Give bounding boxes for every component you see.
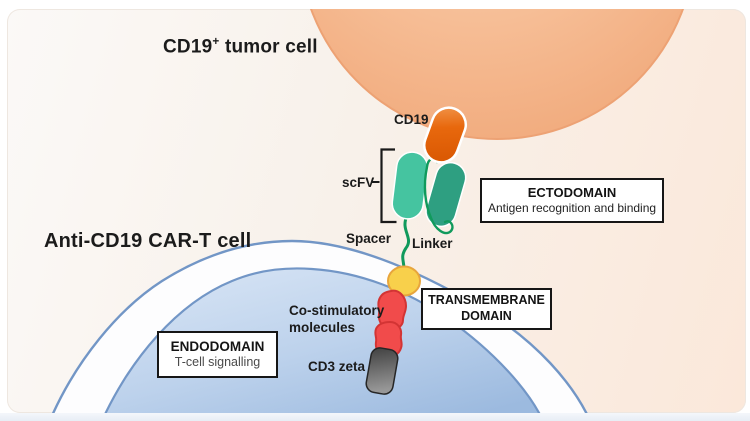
ectodomain-title: ECTODOMAIN xyxy=(527,185,617,201)
scfv-bracket xyxy=(371,148,397,224)
ectodomain-subtitle: Antigen recognition and binding xyxy=(487,201,657,216)
cd3zeta-label: CD3 zeta xyxy=(308,359,366,374)
tumor-cell-shape xyxy=(310,9,684,140)
cd19-antigen-shape xyxy=(422,106,468,164)
scfv-left-chain xyxy=(391,151,429,220)
linker-loop-line xyxy=(423,157,454,235)
transmembrane-title-line1: TRANSMEMBRANE xyxy=(428,293,545,308)
transmembrane-box: TRANSMEMBRANE DOMAIN xyxy=(421,288,552,330)
linker-label: Linker xyxy=(412,236,453,251)
bottom-edge-strip xyxy=(0,413,750,421)
transmembrane-node xyxy=(387,265,421,297)
costim-label-line2: molecules xyxy=(289,320,356,335)
endodomain-box: ENDODOMAIN T-cell signalling xyxy=(157,331,278,378)
cart-cell-title: Anti-CD19 CAR-T cell xyxy=(44,230,252,252)
scfv-right-chain xyxy=(425,161,467,228)
ectodomain-box: ECTODOMAIN Antigen recognition and bindi… xyxy=(480,178,664,223)
scfv-label: scFV xyxy=(342,175,375,190)
costim-label: Co-stimulatory molecules xyxy=(289,302,384,336)
spacer-line xyxy=(401,214,411,271)
diagram-shapes xyxy=(51,9,684,413)
tumor-cell-title: CD19+ tumor cell xyxy=(163,35,318,58)
costim-label-line1: Co-stimulatory xyxy=(289,303,385,318)
tumor-title-sup: + xyxy=(212,35,220,48)
tumor-title-suffix: tumor cell xyxy=(219,36,318,58)
endodomain-subtitle: T-cell signalling xyxy=(174,355,261,370)
transmembrane-title-line2: DOMAIN xyxy=(461,309,512,323)
cd3zeta-shape xyxy=(365,347,399,395)
cd19-label: CD19 xyxy=(394,112,429,127)
endodomain-title: ENDODOMAIN xyxy=(170,338,265,354)
tumor-title-prefix: CD19 xyxy=(163,36,213,58)
spacer-label: Spacer xyxy=(346,231,392,246)
